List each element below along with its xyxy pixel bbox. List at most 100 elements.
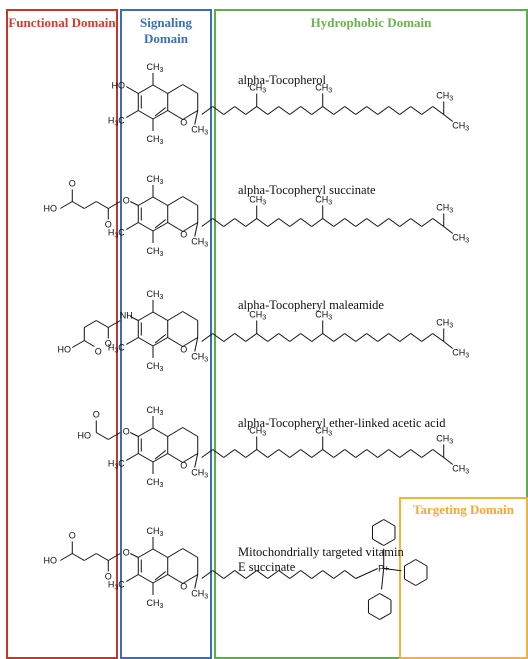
phenyl-ring-bond	[415, 578, 428, 586]
alkyl-chain-bond	[355, 449, 368, 458]
alkyl-chain-bond	[432, 106, 445, 115]
alkyl-chain-bond	[311, 449, 324, 458]
alkyl-chain-bond	[300, 106, 313, 115]
alkyl-chain-bond	[322, 333, 335, 342]
alkyl-chain-bond	[432, 333, 445, 342]
chroman-ring-bond	[182, 84, 198, 94]
bond-line	[130, 553, 139, 558]
phenyl-ring-bond	[368, 593, 380, 601]
benzene-ring-bond	[152, 427, 168, 437]
alkyl-chain-bond	[234, 449, 247, 458]
alkyl-chain-bond	[410, 333, 423, 342]
methyl-label: CH3	[315, 310, 332, 322]
alkyl-chain-bond	[201, 106, 214, 115]
alkyl-chain-bond	[344, 106, 357, 115]
alkyl-chain-bond	[399, 449, 412, 458]
bond-line	[130, 201, 139, 206]
carbonyl-oxygen-label: O	[95, 347, 102, 357]
methyl-label: CH3	[436, 203, 453, 215]
methyl-bond	[194, 337, 199, 352]
alkyl-chain-bond	[311, 218, 324, 227]
chroman-ring-bond	[167, 427, 183, 437]
benzene-ring-bond	[138, 548, 154, 558]
benzene-ring-bond	[152, 574, 168, 584]
alkyl-chain-bond	[245, 106, 258, 115]
double-bond	[154, 334, 167, 344]
alkyl-chain-bond	[300, 570, 313, 579]
double-bond	[154, 219, 167, 229]
alkyl-chain-bond	[212, 449, 225, 458]
alkyl-chain-bond	[267, 106, 280, 115]
methyl-label: H3C	[108, 459, 125, 471]
alkyl-chain-bond	[311, 333, 324, 342]
alkyl-chain-bond	[201, 333, 214, 342]
signaling-domain-box	[120, 9, 212, 659]
alkyl-chain-bond	[212, 218, 225, 227]
methyl-label: CH3	[147, 405, 164, 417]
phenyl-ring-bond	[404, 578, 416, 586]
bond-line	[108, 553, 121, 561]
hydrophobic-domain-box	[214, 9, 528, 659]
alkyl-chain-bond	[366, 449, 379, 458]
ester-oxygen-label: O	[123, 196, 130, 206]
alkyl-chain-bond	[201, 449, 214, 458]
alkyl-chain-bond	[377, 333, 390, 342]
alkyl-chain-bond	[289, 106, 302, 115]
bond-line	[96, 320, 109, 328]
methyl-bond	[194, 222, 199, 237]
alkyl-chain-bond	[333, 570, 346, 579]
carboxyl-oh-label: HO	[44, 556, 58, 566]
alkyl-chain-bond	[289, 449, 302, 458]
chroman-ring-bond	[182, 196, 198, 206]
methyl-bond	[126, 222, 139, 230]
methyl-label: CH3	[249, 195, 266, 207]
alkyl-chain-bond	[333, 333, 346, 342]
benzene-ring-bond	[152, 196, 168, 206]
alkyl-chain-bond	[421, 333, 434, 342]
alkyl-chain-bond	[322, 218, 335, 227]
alkyl-chain-bond	[344, 449, 357, 458]
phenyl-bond	[383, 568, 402, 572]
bond-line	[126, 86, 139, 94]
alkyl-chain-bond	[223, 333, 236, 342]
phenyl-ring-bond	[383, 519, 396, 527]
alkyl-chain-bond	[201, 570, 214, 579]
alkyl-chain-bond	[212, 570, 225, 579]
alkyl-chain-bond	[410, 449, 423, 458]
bond-line	[60, 201, 73, 209]
methyl-label: CH3	[452, 464, 469, 476]
targeting-domain-box	[399, 497, 528, 659]
alkyl-chain-bond	[278, 570, 291, 579]
alkyl-chain-bond	[256, 218, 269, 227]
bond-line	[72, 201, 85, 209]
ring-oxygen-label: O	[180, 230, 187, 240]
alkyl-chain-bond	[322, 570, 335, 579]
carboxyl-oh-label: HO	[58, 345, 72, 355]
alkyl-chain-bond	[377, 106, 390, 115]
bond-line	[130, 432, 139, 437]
compound-name: alpha-Tocopheryl succinate	[238, 183, 376, 197]
methyl-label: CH3	[191, 237, 208, 249]
alkyl-chain-bond	[223, 218, 236, 227]
chroman-ring-bond	[167, 110, 183, 120]
signaling-domain-title: Signaling Domain	[139, 15, 193, 46]
methyl-label: CH3	[191, 468, 208, 480]
benzene-ring-bond	[138, 84, 154, 94]
bond-line	[130, 316, 139, 321]
benzene-ring-bond	[138, 337, 154, 347]
alkyl-chain-bond	[410, 106, 423, 115]
alkyl-chain-bond	[432, 218, 445, 227]
methyl-bond	[443, 341, 454, 349]
compound-name: alpha-Tocopherol	[238, 73, 326, 87]
methyl-label: CH3	[191, 589, 208, 601]
benzene-ring-bond	[152, 110, 168, 120]
alkyl-chain-bond	[223, 449, 236, 458]
alkyl-chain-bond	[432, 449, 445, 458]
benzene-ring-bond	[152, 453, 168, 463]
alkyl-chain-bond	[311, 570, 324, 579]
phenyl-ring-bond	[415, 559, 428, 567]
alkyl-chain-bond	[388, 333, 401, 342]
methyl-label: H3C	[108, 228, 125, 240]
double-bond	[154, 571, 167, 581]
